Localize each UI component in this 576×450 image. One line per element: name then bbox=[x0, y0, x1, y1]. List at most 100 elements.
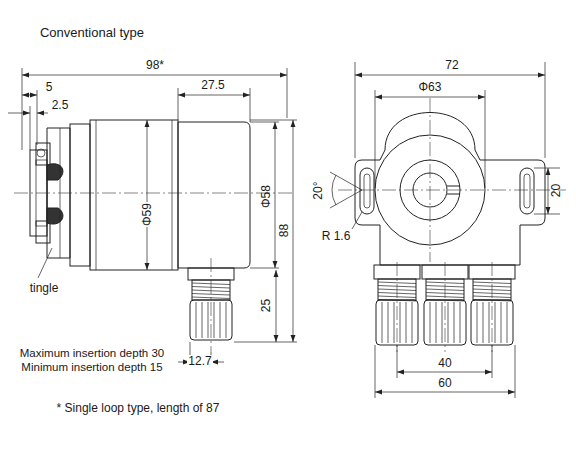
mounting-slot bbox=[524, 174, 530, 208]
center-line bbox=[430, 98, 431, 262]
center-line bbox=[338, 190, 566, 191]
dimension-label: 5 bbox=[46, 81, 53, 94]
shaft-slot bbox=[447, 194, 460, 195]
side-view bbox=[8, 68, 297, 368]
extension-line bbox=[250, 88, 251, 122]
dimension-lines bbox=[330, 62, 560, 398]
dimension-label: 88 bbox=[278, 224, 291, 237]
knurl-line bbox=[507, 302, 508, 343]
knurl-line bbox=[454, 302, 455, 343]
shaft-slot bbox=[447, 186, 460, 187]
thread-line bbox=[378, 282, 416, 284]
knurl-line bbox=[448, 302, 449, 343]
dimension-label: 40 bbox=[438, 357, 451, 370]
knurl-line bbox=[406, 302, 407, 343]
center-line bbox=[14, 193, 292, 194]
knurl-line bbox=[501, 302, 502, 343]
mounting-slot bbox=[520, 168, 534, 214]
knurl-line bbox=[477, 302, 478, 343]
extension-line bbox=[375, 90, 376, 188]
knurl-line bbox=[214, 302, 215, 338]
dimension-line bbox=[276, 270, 277, 342]
dimension-line bbox=[211, 362, 224, 363]
angle-arc bbox=[332, 175, 336, 205]
extension-line bbox=[545, 62, 546, 158]
extension-line bbox=[250, 120, 297, 121]
angle-label: 20° bbox=[312, 182, 325, 200]
extension-line bbox=[30, 106, 31, 150]
cable-connector bbox=[422, 262, 468, 352]
cable-connectors bbox=[374, 262, 515, 352]
extension-line bbox=[178, 88, 179, 120]
clamp-ring bbox=[47, 208, 63, 224]
cable-connector bbox=[469, 262, 515, 352]
dimension-line bbox=[22, 75, 287, 76]
knurl-line bbox=[388, 302, 389, 343]
angle-line bbox=[330, 190, 362, 208]
knurl-line bbox=[489, 302, 490, 343]
thread-line bbox=[426, 300, 464, 302]
thread-line bbox=[378, 300, 416, 302]
clamp-tab bbox=[36, 221, 50, 243]
extension-line bbox=[534, 168, 560, 169]
housing-outline bbox=[355, 113, 545, 266]
dimension-line bbox=[8, 113, 30, 114]
dimension-line bbox=[355, 75, 545, 76]
dimension-line bbox=[37, 113, 48, 114]
dimension-label: 60 bbox=[438, 377, 451, 390]
housing-edge bbox=[172, 120, 173, 270]
dimension-line bbox=[178, 95, 250, 96]
leader-line bbox=[352, 212, 362, 229]
dimension-label: 12.7 bbox=[187, 355, 212, 368]
mounting-slot bbox=[364, 174, 370, 208]
note-text: Maximum insertion depth 30 bbox=[20, 347, 164, 360]
knurl-line bbox=[226, 302, 227, 338]
extension-line bbox=[534, 214, 560, 215]
dimension-lines bbox=[8, 68, 297, 368]
thread-line bbox=[473, 300, 511, 302]
housing bbox=[90, 120, 178, 270]
knurl-line bbox=[436, 302, 437, 343]
leader-line bbox=[38, 248, 52, 278]
front-view bbox=[330, 62, 566, 398]
dimension-line bbox=[147, 120, 148, 270]
extension-line bbox=[485, 90, 486, 188]
dimension-label: Φ58 bbox=[259, 186, 272, 209]
knurl-line bbox=[412, 302, 413, 343]
dimension-label: 98* bbox=[145, 59, 165, 72]
extension-line bbox=[22, 68, 23, 150]
knurl-line bbox=[442, 302, 443, 343]
knurl-line bbox=[400, 302, 401, 343]
knurl-line bbox=[220, 302, 221, 338]
cable-connector bbox=[374, 262, 420, 352]
knurl-line bbox=[460, 302, 461, 343]
clamp-ring bbox=[47, 164, 63, 180]
dimension-line bbox=[375, 392, 515, 393]
clamp-tab bbox=[36, 143, 50, 165]
knurl-line bbox=[382, 302, 383, 343]
screw-head bbox=[37, 149, 45, 157]
dimension-line bbox=[22, 95, 37, 96]
knurl-line bbox=[202, 302, 203, 338]
knurl-line bbox=[208, 302, 209, 338]
back-cover bbox=[178, 122, 250, 268]
dimension-label: 2.5 bbox=[52, 99, 69, 112]
center-line bbox=[492, 262, 493, 352]
center-line bbox=[445, 262, 446, 352]
angle-line bbox=[330, 172, 362, 190]
knurl-line bbox=[495, 302, 496, 343]
knurl-line bbox=[430, 302, 431, 343]
thread-line bbox=[473, 282, 511, 284]
housing-edge bbox=[96, 120, 97, 270]
note-text: * Single loop type, length of 87 bbox=[57, 402, 220, 415]
dimension-label: Φ59 bbox=[140, 203, 153, 228]
center-line bbox=[211, 258, 212, 352]
thread-line bbox=[426, 282, 464, 284]
dimension-label: 72 bbox=[444, 59, 459, 72]
extension-line bbox=[515, 345, 516, 398]
dimension-label: 27.5 bbox=[201, 79, 224, 92]
note-text: Minimum insertion depth 15 bbox=[21, 361, 162, 374]
dimension-line bbox=[293, 120, 294, 342]
